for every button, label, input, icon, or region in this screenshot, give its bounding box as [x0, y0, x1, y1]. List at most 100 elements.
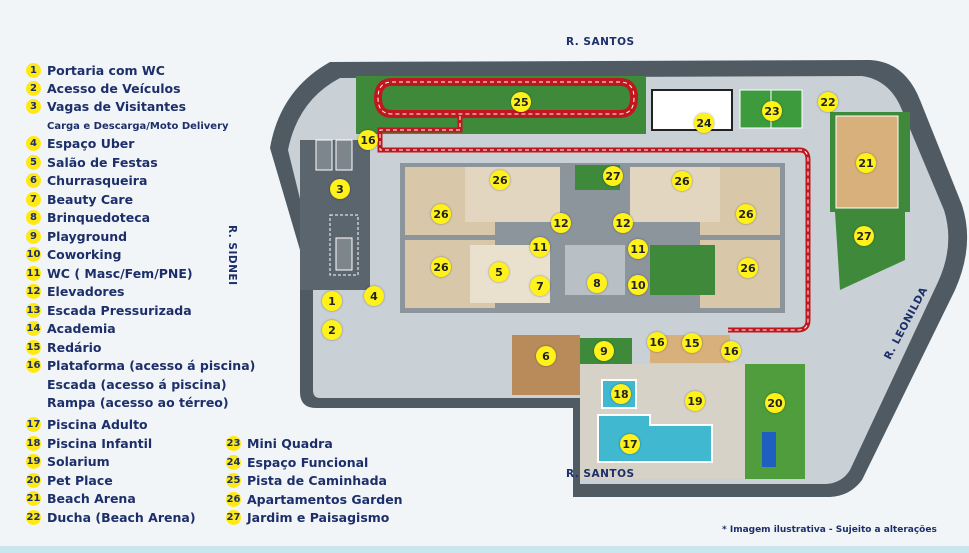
legend-label: Carga e Descarga/Moto Delivery: [47, 121, 229, 132]
legend-item-10: 10 Coworking: [26, 247, 122, 262]
legend-label: Espaço Uber: [47, 136, 135, 151]
legend-label: Coworking: [47, 247, 122, 262]
legend-label: Piscina Adulto: [47, 417, 148, 432]
map-badge-26b: 26: [672, 171, 692, 191]
street-left: R. SIDNEI: [226, 225, 238, 286]
legend-badge: 1: [26, 63, 41, 78]
legend-label: Espaço Funcional: [247, 455, 369, 470]
map-badge-16a: 16: [358, 130, 378, 150]
map-badge-15: 15: [682, 333, 702, 353]
legend-badge: 5: [26, 155, 41, 170]
legend-item-24: 24 Espaço Funcional: [226, 455, 368, 470]
map-badge-12a: 12: [551, 213, 571, 233]
legend-label: Salão de Festas: [47, 155, 158, 170]
legend-label: Apartamentos Garden: [247, 492, 403, 507]
legend-item-8: 8 Brinquedoteca: [26, 210, 150, 225]
street-top: R. SANTOS: [566, 36, 635, 48]
legend-item-16-sub2: Rampa (acesso ao térreo): [47, 395, 229, 410]
legend-label: Beauty Care: [47, 192, 134, 207]
legend-label: Academia: [47, 321, 116, 336]
legend-label: Beach Arena: [47, 491, 136, 506]
legend-item-19: 19 Solarium: [26, 454, 110, 469]
legend-badge: 14: [26, 321, 41, 336]
map-badge-26e: 26: [431, 257, 451, 277]
legend-badge: 25: [226, 473, 241, 488]
map-badge-11a: 11: [530, 237, 550, 257]
map-badge-16b: 16: [647, 332, 667, 352]
legend-item-2: 2 Acesso de Veículos: [26, 81, 181, 96]
legend-item-17: 17 Piscina Adulto: [26, 417, 148, 432]
map-badge-10: 10: [628, 275, 648, 295]
legend-item-7: 7 Beauty Care: [26, 192, 133, 207]
map-badge-20: 20: [765, 393, 785, 413]
map-badge-19: 19: [685, 391, 705, 411]
legend-badge: 16: [26, 358, 41, 373]
legend-item-15: 15 Redário: [26, 340, 102, 355]
legend-badge: 7: [26, 192, 41, 207]
map-badge-27a: 27: [603, 166, 623, 186]
legend-badge: 24: [226, 455, 241, 470]
map-badge-26a: 26: [490, 170, 510, 190]
legend-item-23: 23 Mini Quadra: [226, 436, 333, 451]
legend-label: Acesso de Veículos: [47, 81, 181, 96]
map-badge-21: 21: [856, 153, 876, 173]
map-badge-27b: 27: [854, 226, 874, 246]
legend-badge: 12: [26, 284, 41, 299]
right-garden: [835, 212, 905, 290]
legend-badge: 15: [26, 340, 41, 355]
map-badge-16c: 16: [721, 341, 741, 361]
map-badge-7: 7: [530, 276, 550, 296]
map-badge-18: 18: [611, 384, 631, 404]
map-badge-11b: 11: [628, 239, 648, 259]
legend-item-14: 14 Academia: [26, 321, 116, 336]
map-badge-26f: 26: [738, 258, 758, 278]
legend-label: Mini Quadra: [247, 436, 333, 451]
legend-badge: 3: [26, 99, 41, 114]
legend-item-18: 18 Piscina Infantil: [26, 436, 152, 451]
map-badge-1: 1: [322, 291, 342, 311]
legend-item-5: 5 Salão de Festas: [26, 155, 158, 170]
legend-label: Brinquedoteca: [47, 210, 151, 225]
legend-badge: 18: [26, 436, 41, 451]
legend-label: Vagas de Visitantes: [47, 99, 187, 114]
map-badge-24: 24: [694, 113, 714, 133]
legend-badge: 23: [226, 436, 241, 451]
legend-label: Escada Pressurizada: [47, 303, 192, 318]
map-badge-3: 3: [330, 179, 350, 199]
legend-label: Ducha (Beach Arena): [47, 510, 196, 525]
legend-badge: 17: [26, 417, 41, 432]
legend-badge: 20: [26, 473, 41, 488]
legend-badge: 6: [26, 173, 41, 188]
legend-item-16: 16 Plataforma (acesso á piscina): [26, 358, 255, 373]
legend-badge: 27: [226, 510, 241, 525]
map-badge-12b: 12: [613, 213, 633, 233]
legend-badge: 26: [226, 492, 241, 507]
legend-label: Piscina Infantil: [47, 436, 153, 451]
map-badge-4: 4: [364, 286, 384, 306]
legend-item-3-sub: Carga e Descarga/Moto Delivery: [47, 121, 229, 132]
legend-badge: 2: [26, 81, 41, 96]
legend-label: Redário: [47, 340, 102, 355]
legend-item-3: 3 Vagas de Visitantes: [26, 99, 186, 114]
legend-label: Solarium: [47, 454, 110, 469]
legend-label: Rampa (acesso ao térreo): [47, 395, 229, 410]
legend-label: Plataforma (acesso á piscina): [47, 358, 256, 373]
map-badge-6: 6: [536, 346, 556, 366]
legend-badge: 10: [26, 247, 41, 262]
legend-label: WC ( Masc/Fem/PNE): [47, 266, 193, 281]
legend-badge: 8: [26, 210, 41, 225]
legend-badge: 19: [26, 454, 41, 469]
legend-badge: 21: [26, 491, 41, 506]
legend-label: Playground: [47, 229, 128, 244]
street-bottom: R. SANTOS: [566, 468, 635, 480]
map-badge-22: 22: [818, 92, 838, 112]
bottom-bar: [0, 546, 969, 553]
